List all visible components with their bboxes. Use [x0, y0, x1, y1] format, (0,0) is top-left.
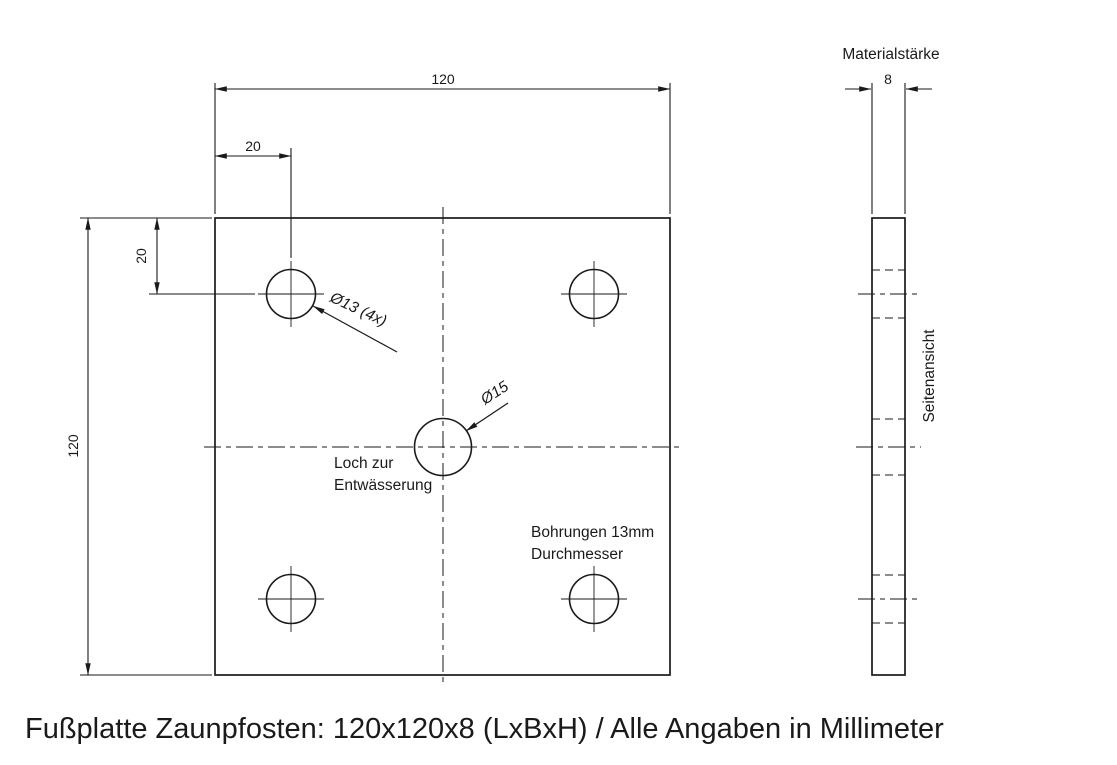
bolt-note-line1: Bohrungen 13mm	[531, 524, 654, 541]
dimension-value-thickness: 8	[884, 71, 892, 87]
side-view-label: Seitenansicht	[921, 329, 938, 423]
dimension-value-offset-x: 20	[245, 138, 261, 154]
dimension-offset-y: 20	[133, 217, 255, 295]
bolt-hole-top-left	[258, 261, 324, 327]
bolt-hole-bottom-right	[561, 566, 627, 632]
dimension-offset-x: 20	[214, 138, 292, 258]
bolt-hole-diameter-label: Ø13 (4x)	[326, 289, 389, 330]
drain-note: Loch zur Entwässerung	[334, 455, 432, 494]
side-view: Materialstärke 8 Seitenansicht	[842, 46, 940, 676]
leader-line	[312, 305, 398, 353]
dimension-value-offset-y: 20	[133, 248, 149, 264]
bolt-hole-top-right	[561, 261, 627, 327]
bolt-hole-bottom-left	[258, 566, 324, 632]
dimension-thickness: 8	[845, 71, 932, 214]
drain-note-line2: Entwässerung	[334, 477, 432, 494]
leader-line	[465, 402, 509, 432]
bolt-note: Bohrungen 13mm Durchmesser	[531, 524, 654, 563]
leader-bolt-hole: Ø13 (4x)	[312, 289, 398, 353]
bolt-note-line2: Durchmesser	[531, 546, 623, 563]
drain-hole-circle	[413, 417, 473, 477]
drain-hole	[413, 417, 473, 477]
drain-note-line1: Loch zur	[334, 455, 393, 472]
caption: Fußplatte Zaunpfosten: 120x120x8 (LxBxH)…	[25, 713, 944, 745]
leader-drain-hole: Ø15	[465, 378, 512, 432]
dimension-width-top: 120	[214, 71, 671, 214]
dimension-value-height: 120	[65, 434, 81, 458]
dimension-height-left: 120	[65, 217, 212, 676]
dimension-value-width: 120	[431, 71, 455, 87]
front-view: 120 20 20 120 Ø13 (4x) Ø15	[65, 71, 681, 686]
side-view-title: Materialstärke	[842, 46, 939, 63]
